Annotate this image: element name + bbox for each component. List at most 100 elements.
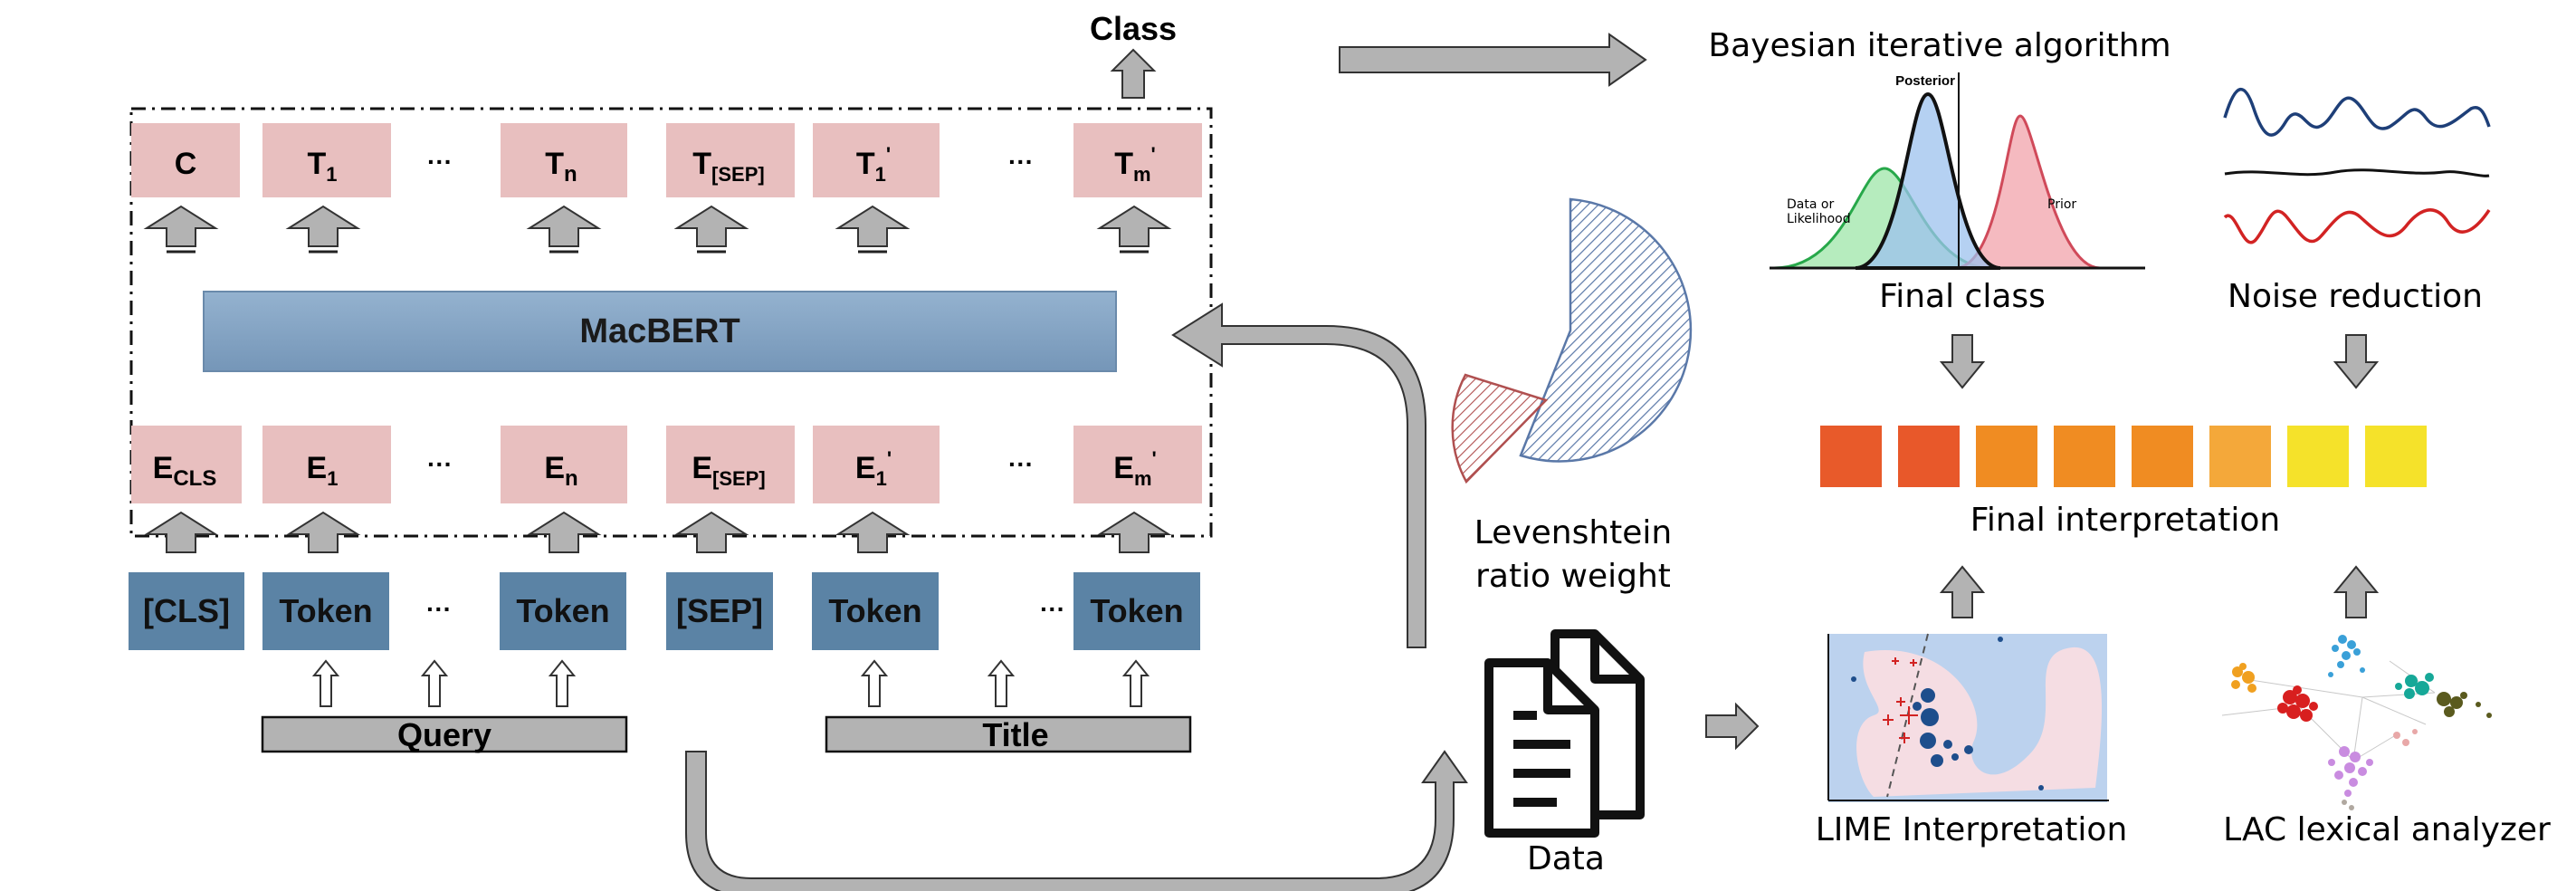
ellipsis: ··· xyxy=(1040,595,1065,623)
input-token-label: Token xyxy=(516,592,609,629)
noisy-signal-wave xyxy=(2223,88,2491,137)
interp-cell xyxy=(1976,426,2037,487)
output-token-box xyxy=(262,123,391,197)
prior-curve xyxy=(1954,114,2101,270)
levenshtein-label-line1: Levenshtein xyxy=(1474,514,1673,551)
data-to-lime-arrow xyxy=(1705,702,1760,751)
bayesian-title: Bayesian iterative algorithm xyxy=(1708,27,2171,64)
posterior-curve xyxy=(1855,91,2001,270)
block-up-arrow xyxy=(285,511,361,553)
embedding-label: E1' xyxy=(855,447,892,490)
embedding-box xyxy=(666,426,795,503)
interp-cell xyxy=(2287,426,2349,487)
block-up-arrow xyxy=(285,205,361,247)
interpretation-cells xyxy=(1820,426,2427,487)
embeddings: ECLS E1 En E[SEP] E1' Em' ··· ··· xyxy=(131,426,1202,503)
encoder-output-arrows xyxy=(143,205,1172,247)
embedding-box xyxy=(1073,426,1202,503)
query-bar xyxy=(261,715,628,753)
lime-boundary xyxy=(1886,633,1929,798)
thin-up-arrow xyxy=(548,659,577,707)
cluster-purple xyxy=(2328,746,2373,797)
final-interpretation-label: Final interpretation xyxy=(1970,502,2280,539)
input-token-label: Token xyxy=(279,592,372,629)
embedding-label: ECLS xyxy=(153,451,217,491)
input-token-box xyxy=(262,572,389,650)
input-token-box xyxy=(1073,572,1200,650)
ellipsis: ··· xyxy=(1008,148,1034,176)
embedding-box xyxy=(131,426,242,503)
thin-up-arrow xyxy=(420,659,449,707)
class-up-arrow xyxy=(1110,48,1157,99)
posterior-label: Posterior xyxy=(1895,73,1955,89)
block-up-arrow xyxy=(673,205,749,247)
block-up-arrow xyxy=(673,511,749,553)
cluster-gray xyxy=(2342,800,2354,810)
data-label: Data xyxy=(1527,840,1605,877)
thin-up-arrow xyxy=(311,659,340,707)
macbert-encoder xyxy=(203,291,1117,372)
red-signal-wave xyxy=(2223,208,2491,244)
block-up-arrow xyxy=(526,511,602,553)
cluster-red xyxy=(2277,685,2318,722)
input-token-label: [CLS] xyxy=(143,592,230,629)
flat-signal-wave xyxy=(2224,168,2490,177)
ellipsis: ··· xyxy=(427,450,453,478)
cluster-blue xyxy=(2328,635,2365,677)
top-right-arrow xyxy=(1339,33,1647,87)
cluster-olive xyxy=(2437,692,2492,718)
thin-up-arrow xyxy=(1121,659,1150,707)
ellipsis: ··· xyxy=(1008,450,1034,478)
lime-red-crosses xyxy=(1883,657,1918,743)
lime-pink-region xyxy=(1856,647,2103,797)
ellipsis: ··· xyxy=(427,148,453,176)
input-token-label: [SEP] xyxy=(676,592,763,629)
block-up-arrow xyxy=(835,205,911,247)
pie-small-slice xyxy=(1451,373,1549,484)
thin-up-arrow xyxy=(987,659,1016,707)
embedding-label: En xyxy=(544,451,577,491)
output-token-label: C xyxy=(175,147,197,181)
query-label: Query xyxy=(397,716,491,753)
ellipsis: ··· xyxy=(426,595,452,623)
output-token-box xyxy=(813,123,940,197)
pie-large-slice xyxy=(1519,197,1693,463)
input-embedding-arrows xyxy=(143,511,1172,553)
interp-cell xyxy=(2132,426,2193,487)
input-token-box xyxy=(812,572,939,650)
embedding-label: E1 xyxy=(307,451,339,490)
output-token-box xyxy=(1073,123,1202,197)
final-class-label: Final class xyxy=(1879,278,2046,315)
embedding-label: Em' xyxy=(1113,447,1156,490)
block-up-arrow xyxy=(1096,511,1172,553)
lime-label: LIME Interpretation xyxy=(1816,811,2128,848)
interp-cell xyxy=(1820,426,1882,487)
block-up-arrow xyxy=(835,511,911,553)
cluster-orange xyxy=(2231,663,2256,693)
feedback-arrow xyxy=(1171,302,1426,648)
noise-waves xyxy=(2223,88,2491,244)
output-token-label: T1 xyxy=(307,147,337,186)
lac-network xyxy=(2221,635,2492,810)
lac-label: LAC lexical analyzer xyxy=(2223,811,2551,848)
query-title-arrows xyxy=(311,659,1150,707)
encoder-label: MacBERT xyxy=(579,312,739,350)
down-arrow xyxy=(1939,334,1986,389)
interp-cell xyxy=(2054,426,2115,487)
cluster-teal xyxy=(2395,673,2434,699)
input-token-box xyxy=(129,572,244,650)
likelihood-label-line2: Likelihood xyxy=(1787,212,1851,226)
cluster-pink xyxy=(2393,729,2418,746)
data-documents-icon xyxy=(1484,629,1645,838)
output-token-label: T1' xyxy=(856,143,891,186)
up-arrow xyxy=(1939,565,1986,618)
down-arrows xyxy=(1939,334,2380,389)
lime-blue-points xyxy=(1851,637,2044,790)
noise-reduction-label: Noise reduction xyxy=(2228,278,2483,315)
embedding-box xyxy=(262,426,391,503)
output-token-box xyxy=(666,123,795,197)
input-tokens: [CLS] Token Token [SEP] Token Token ··· … xyxy=(129,572,1200,650)
input-token-box xyxy=(500,572,626,650)
output-token-box xyxy=(501,123,627,197)
title-bar xyxy=(825,715,1192,753)
